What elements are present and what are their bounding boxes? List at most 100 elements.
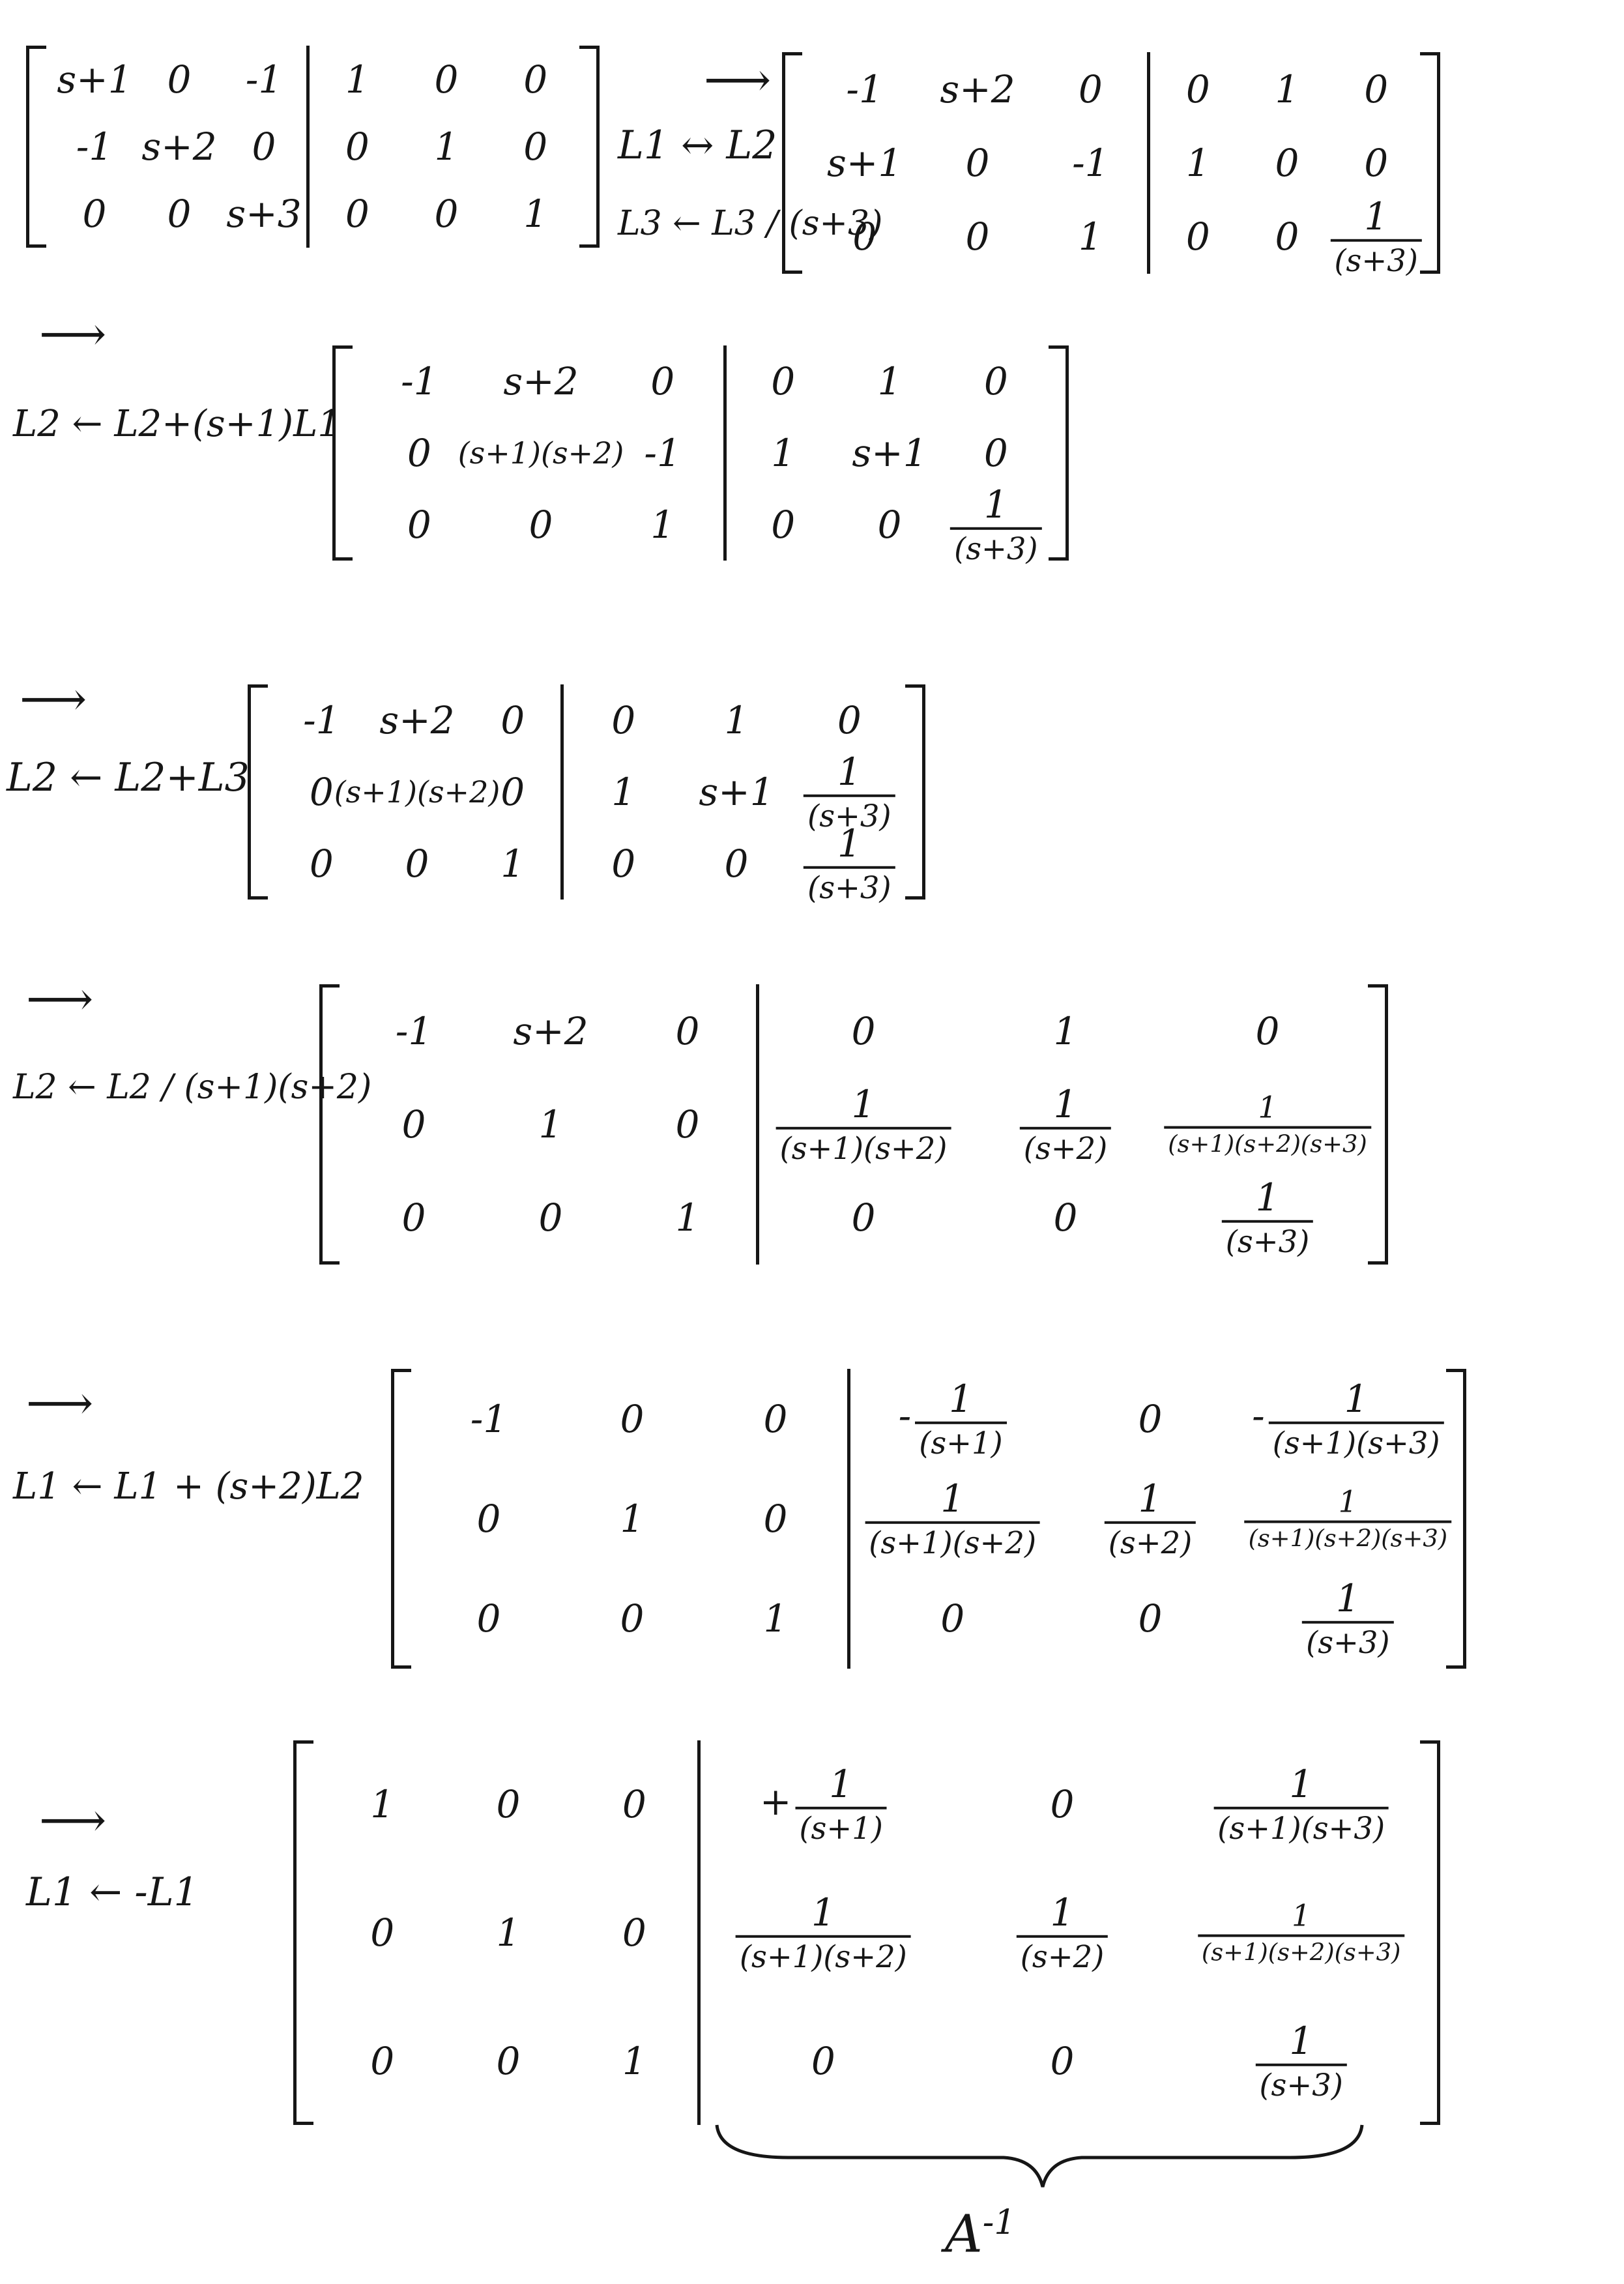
right-entry-r2c2: 0 — [1275, 141, 1299, 185]
right-arrow-icon: ⟶ — [26, 1375, 94, 1430]
right-entry-r3c3: 1(s+3) — [950, 486, 1042, 564]
left-entry-r2c1: 0 — [401, 1102, 426, 1147]
left-entry-r3c3: 1 — [622, 2038, 646, 2083]
right-arrow-icon: ⟶ — [26, 971, 94, 1026]
left-entry-r1c1: -1 — [470, 1396, 508, 1441]
left-bracket — [26, 46, 46, 248]
left-entry-r3c1: 0 — [370, 2038, 395, 2083]
augment-divider — [306, 46, 310, 248]
right-arrow-icon: ⟶ — [20, 671, 87, 726]
left-entry-r1c2: 0 — [620, 1396, 645, 1441]
left-entry-r3c1: 0 — [309, 842, 334, 886]
augment-divider — [723, 345, 727, 561]
left-entry-r1c2: s+2 — [379, 698, 455, 742]
right-entry-r2c2: 1 — [434, 124, 459, 169]
left-bracket — [391, 1369, 411, 1669]
left-entry-r2c2: 1 — [538, 1102, 563, 1147]
left-entry-r3c3: 1 — [1078, 214, 1103, 259]
operation-scale-l3: L3 ← L3 / (s+3) — [618, 204, 883, 243]
left-entry-r1c3: -1 — [245, 57, 283, 102]
left-entry-r1c3: 0 — [500, 698, 525, 742]
augment-divider — [1147, 52, 1150, 274]
right-entry-r3c2: 0 — [724, 842, 749, 886]
left-entry-r2c1: s+1 — [827, 141, 903, 185]
right-bracket — [905, 684, 925, 900]
right-entry-r2c2: 1(s+2) — [1016, 1894, 1109, 1972]
right-entry-r3c2: 0 — [877, 503, 902, 547]
left-entry-r1c1: 1 — [370, 1782, 395, 1827]
right-entry-r1c3: -1(s+1)(s+3) — [1252, 1379, 1444, 1458]
left-entry-r3c2: 0 — [496, 2038, 521, 2083]
left-entry-r3c2: 0 — [620, 1596, 645, 1641]
left-entry-r2c3: 0 — [622, 1911, 646, 1955]
left-entry-r2c3: -1 — [1072, 141, 1109, 185]
right-bracket — [1446, 1369, 1466, 1669]
operation-row-add: L2 ← L2+(s+1)L1 — [13, 403, 341, 445]
augment-divider — [756, 984, 759, 1265]
right-entry-r3c1: 0 — [771, 503, 796, 547]
left-entry-r1c2: s+2 — [940, 66, 1015, 111]
left-entry-r3c2: 0 — [538, 1195, 563, 1240]
right-entry-r3c3: 1(s+3) — [1330, 198, 1422, 276]
left-entry-r3c3: s+3 — [226, 192, 302, 237]
left-entry-r3c3: 1 — [500, 842, 525, 886]
right-entry-r2c1: 1(s+1)(s+2) — [735, 1894, 911, 1972]
left-entry-r1c1: -1 — [303, 698, 340, 742]
left-entry-r1c1: -1 — [401, 359, 438, 403]
operation-row-add-l2: L1 ← L1 + (s+2)L2 — [13, 1465, 364, 1508]
left-entry-r1c3: 0 — [675, 1008, 700, 1053]
left-entry-r3c1: 0 — [407, 503, 431, 547]
right-entry-r1c1: +1(s+1) — [760, 1765, 887, 1844]
left-entry-r2c3: 0 — [675, 1102, 700, 1147]
right-entry-r1c1: 0 — [611, 698, 636, 742]
left-entry-r2c2: (s+1)(s+2) — [334, 774, 500, 810]
right-entry-r1c3: 0 — [1255, 1008, 1280, 1053]
underbrace-icon — [715, 2124, 1364, 2188]
right-bracket — [579, 46, 600, 248]
right-entry-r1c1: 0 — [851, 1008, 876, 1053]
right-arrow-icon: ⟶ — [704, 52, 772, 107]
right-entry-r1c2: 1 — [724, 698, 749, 742]
right-entry-r1c2: 1 — [877, 359, 902, 403]
left-entry-r2c2: s+2 — [141, 124, 217, 169]
left-entry-r3c2: 0 — [405, 842, 429, 886]
right-entry-r1c1: 0 — [771, 359, 796, 403]
left-entry-r2c3: 0 — [763, 1497, 788, 1541]
right-entry-r3c3: 1(s+3) — [1221, 1179, 1314, 1257]
right-entry-r3c2: 0 — [1053, 1195, 1078, 1240]
left-bracket — [332, 345, 353, 561]
augment-divider — [560, 684, 564, 900]
right-entry-r2c2: 1(s+2) — [1019, 1085, 1112, 1164]
left-entry-r1c1: s+1 — [57, 57, 132, 102]
right-entry-r1c2: 1 — [1053, 1008, 1078, 1053]
left-entry-r3c3: 1 — [763, 1596, 788, 1641]
right-entry-r3c2: 0 — [1138, 1596, 1163, 1641]
right-entry-r2c3: 1(s+1)(s+2)(s+3) — [1244, 1487, 1452, 1551]
right-entry-r2c3: 1(s+3) — [804, 753, 895, 831]
left-entry-r2c3: -1 — [644, 431, 681, 475]
right-entry-r3c1: 0 — [811, 2038, 835, 2083]
left-entry-r2c1: 0 — [309, 770, 334, 814]
right-entry-r1c3: 0 — [1364, 66, 1389, 111]
left-entry-r2c2: (s+1)(s+2) — [457, 435, 624, 471]
right-entry-r3c1: 0 — [611, 842, 636, 886]
right-entry-r3c3: 1(s+3) — [1255, 2021, 1347, 2100]
right-entry-r2c1: 1 — [771, 431, 796, 475]
left-entry-r1c1: -1 — [846, 66, 883, 111]
left-entry-r3c3: 1 — [650, 503, 675, 547]
left-entry-r2c1: 0 — [370, 1911, 395, 1955]
right-entry-r2c3: 0 — [523, 124, 548, 169]
right-entry-r2c1: 0 — [345, 124, 370, 169]
left-entry-r1c2: s+2 — [513, 1008, 588, 1053]
right-arrow-icon: ⟶ — [39, 1793, 107, 1847]
augment-divider — [697, 1740, 701, 2125]
